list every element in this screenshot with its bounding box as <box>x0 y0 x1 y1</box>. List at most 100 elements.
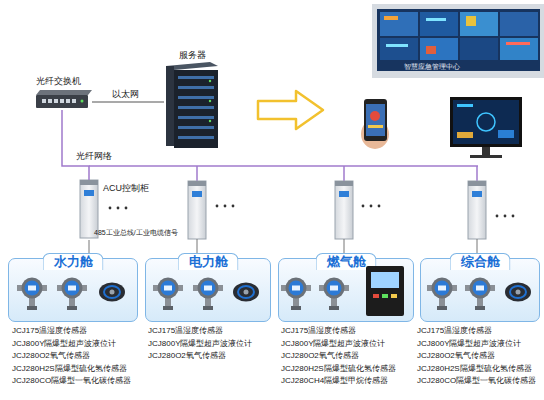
switch-icon <box>66 99 70 103</box>
sensor-name: JCJ280H2S隔爆型硫化氢传感器 <box>12 364 127 374</box>
server-rack <box>174 70 218 148</box>
controller-box <box>371 272 399 288</box>
capsule-box: 综合舱 <box>420 258 540 322</box>
display-wall <box>386 44 408 47</box>
ellipsis-dots <box>504 215 507 218</box>
phone-illustration <box>368 125 383 128</box>
display-wall <box>426 46 436 54</box>
ellipsis-dots <box>125 207 128 210</box>
monitor-illustration <box>477 113 495 131</box>
switch-icon <box>60 99 64 103</box>
control-cabinet <box>339 191 349 197</box>
controller-box <box>366 266 404 316</box>
control-cabinet <box>192 191 202 197</box>
monitor-illustration <box>450 97 522 147</box>
phone-illustration <box>361 99 389 149</box>
sensor-name: JCJ800Y隔爆型超声波液位计 <box>281 339 385 349</box>
sensor-symbol <box>153 278 183 311</box>
monitor-illustration <box>450 97 522 158</box>
sensor-symbol <box>193 278 223 311</box>
display-wall <box>377 9 540 71</box>
control-cabinet <box>84 190 94 196</box>
monitor-illustration <box>498 130 514 138</box>
phone-illustration <box>364 99 387 141</box>
sensor-symbol <box>99 283 125 302</box>
controller-box <box>373 294 379 298</box>
screen-caption: 智慧应急管理中心 <box>404 63 460 71</box>
sensor-name: JCJ280CO隔爆型一氧化碳传感器 <box>417 376 536 386</box>
server-rack <box>178 86 214 89</box>
control-cabinet <box>472 191 482 197</box>
capsule-title: 综合舱 <box>450 253 511 270</box>
ellipsis-dots <box>496 215 499 218</box>
switch-icon <box>36 90 92 95</box>
capsule-title: 电力舱 <box>178 253 239 270</box>
display-wall <box>460 12 498 36</box>
sensor-name: JCJ280H2S隔爆型硫化氢传感器 <box>417 364 532 374</box>
ellipsis-dots <box>512 215 515 218</box>
control-cabinet <box>335 181 353 186</box>
control-cabinet <box>468 181 486 239</box>
control-cabinet <box>188 181 206 186</box>
server-rack <box>178 76 214 79</box>
ellipsis-dots <box>362 205 365 208</box>
edge-label: 485工业总线/工业电缆信号 <box>94 229 178 237</box>
ellipsis-dots <box>216 205 219 208</box>
ellipsis-dots <box>378 205 381 208</box>
edge-label: 以太网 <box>112 89 139 100</box>
control-cabinet <box>80 180 98 185</box>
switch-icon <box>42 99 46 103</box>
display-wall <box>500 38 538 60</box>
sensor-name: JCJ280O2氧气传感器 <box>281 351 359 361</box>
display-wall <box>372 4 544 78</box>
display-wall <box>372 4 544 78</box>
control-cabinet <box>188 181 206 239</box>
fiber-bus <box>89 165 478 167</box>
display-wall <box>420 12 458 36</box>
sensor-name: JCJ800Y隔爆型超声波液位计 <box>148 339 252 349</box>
switch-icon <box>81 100 84 103</box>
sensor-name: JCJ175温湿度传感器 <box>281 326 356 336</box>
capsule-box: 水力舱 <box>8 258 138 322</box>
sensor-name: JCJ280O2氧气传感器 <box>148 351 226 361</box>
server-rack <box>209 100 211 102</box>
server-rack <box>166 62 218 148</box>
capsule-title: 燃气舱 <box>316 253 377 270</box>
server-rack <box>178 126 214 129</box>
server-rack <box>178 116 214 119</box>
server-rack <box>166 66 174 146</box>
sensor-symbol <box>17 278 47 311</box>
monitor-illustration <box>470 155 502 158</box>
sensor-name: JCJ280O2氧气传感器 <box>417 351 495 361</box>
fiber-bus <box>89 166 478 181</box>
display-wall <box>420 38 458 60</box>
monitor-illustration <box>453 100 519 144</box>
fiber-bus <box>343 166 345 181</box>
sensor-symbol <box>427 278 457 311</box>
sensor-symbol <box>281 278 311 311</box>
node-label: 光纤交换机 <box>36 76 81 87</box>
server-rack <box>178 96 214 99</box>
ellipsis-dots <box>117 207 120 210</box>
sensor-name: JCJ280CH4隔爆型甲烷传感器 <box>281 376 388 386</box>
display-wall <box>500 12 538 36</box>
ellipsis-dots <box>232 205 235 208</box>
display-wall <box>384 16 398 20</box>
switch-icon <box>48 99 52 103</box>
controller-box <box>366 266 404 316</box>
switch-icon <box>36 90 92 108</box>
sensor-name: JCJ280CO隔爆型一氧化碳传感器 <box>12 376 131 386</box>
display-wall <box>460 38 498 60</box>
monitor-illustration <box>457 132 473 138</box>
sensor-symbol <box>505 283 531 302</box>
sensor-symbol <box>319 278 349 311</box>
display-wall <box>380 12 418 36</box>
server-rack <box>178 106 214 109</box>
capsule-box: 燃气舱 <box>278 258 414 322</box>
edge-label: 光纤网络 <box>76 151 112 162</box>
display-wall <box>380 38 418 60</box>
ethernet-link <box>92 101 164 102</box>
node-label: ACU控制柜 <box>103 183 149 194</box>
server-rack <box>209 80 211 82</box>
